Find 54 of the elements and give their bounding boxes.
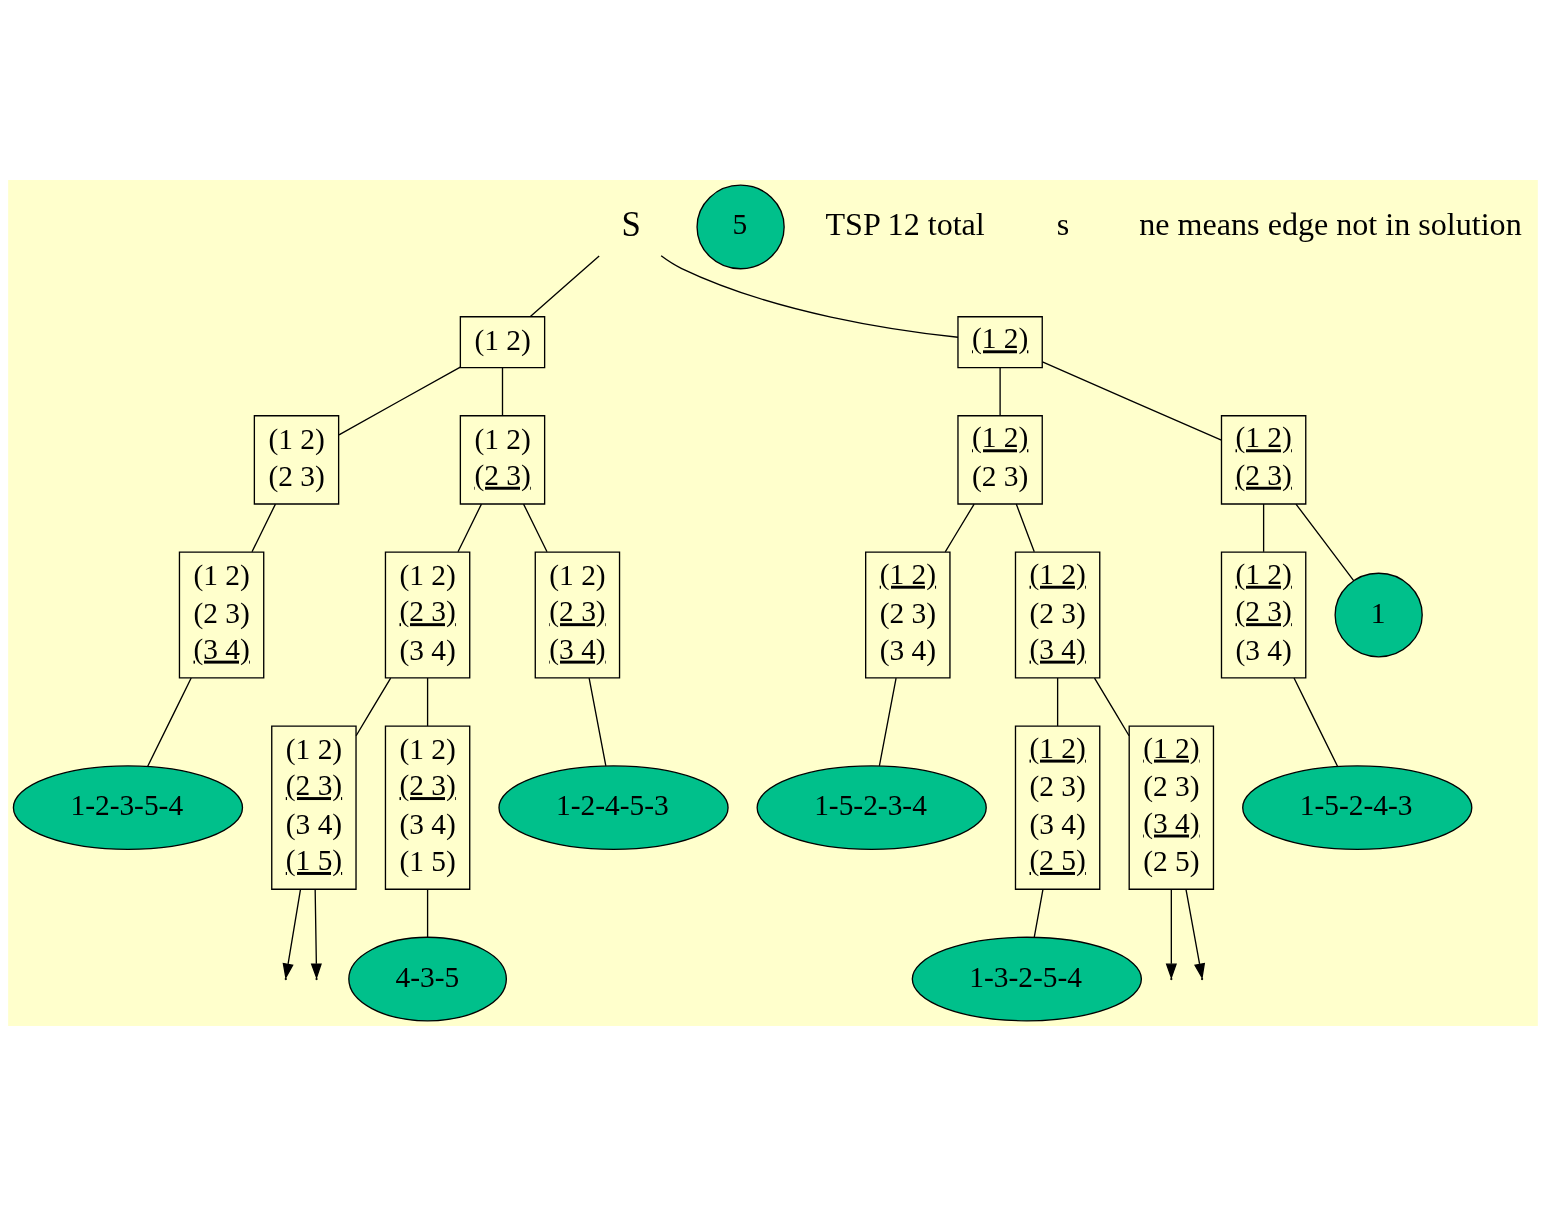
node-box: (1 2) (2 3) (3 4) bbox=[1220, 551, 1307, 679]
connector bbox=[944, 502, 975, 552]
arrow bbox=[310, 888, 322, 980]
connector bbox=[1293, 676, 1339, 767]
connector bbox=[878, 676, 897, 767]
connector bbox=[660, 254, 959, 338]
connector bbox=[146, 676, 192, 767]
node-ellipse: 4-3-5 bbox=[348, 936, 508, 1021]
node-box: (1 2) (2 3) (3 4) bbox=[178, 551, 265, 679]
connector bbox=[522, 502, 548, 552]
label: TSP 12 total bbox=[825, 205, 985, 242]
node-box: (1 2) bbox=[957, 315, 1043, 368]
connector bbox=[1033, 888, 1044, 938]
node-box: (1 2) (2 3) bbox=[1220, 414, 1307, 505]
arrow bbox=[1165, 888, 1177, 980]
connector bbox=[355, 676, 392, 736]
node-ellipse: 1-2-3-5-4 bbox=[12, 764, 244, 850]
node-box: (1 2) (2 3) bbox=[253, 414, 340, 505]
connector bbox=[999, 366, 1001, 416]
connector bbox=[426, 676, 429, 727]
node-box: (1 2) (2 3) (3 4) (1 5) bbox=[384, 724, 471, 890]
connector bbox=[1295, 502, 1355, 581]
node-circle: 5 bbox=[696, 184, 785, 269]
connector bbox=[501, 366, 504, 416]
node-box: (1 2) (2 3) (3 4) bbox=[534, 551, 621, 679]
connector bbox=[1015, 502, 1035, 552]
node-box: (1 2) bbox=[459, 315, 546, 368]
node-ellipse: 1-5-2-4-3 bbox=[1242, 764, 1473, 850]
node-box: (1 2) (2 3) (3 4) (2 5) bbox=[1014, 724, 1101, 890]
connector bbox=[1041, 360, 1223, 441]
connector bbox=[529, 254, 600, 317]
node-box: (1 2) (2 3) (3 4) bbox=[384, 551, 471, 679]
node-box: (1 2) (2 3) (3 4) (1 5) bbox=[271, 724, 357, 890]
node-box: (1 2) (2 3) bbox=[459, 414, 546, 505]
connector bbox=[1093, 676, 1130, 736]
arrow bbox=[1185, 888, 1206, 980]
connector bbox=[588, 676, 607, 767]
node-box: (1 2) (2 3) (3 4) bbox=[1014, 551, 1101, 679]
node-ellipse: 1-5-2-3-4 bbox=[756, 764, 987, 850]
connector bbox=[426, 888, 429, 938]
label: ne means edge not in solution bbox=[1139, 205, 1522, 242]
connector bbox=[251, 502, 277, 552]
node-circle: 1 bbox=[1334, 572, 1423, 657]
node-box: (1 2) (2 3) (3 4) (2 5) bbox=[1128, 724, 1215, 890]
node-ellipse: 1-3-2-5-4 bbox=[911, 936, 1143, 1021]
connector bbox=[338, 365, 461, 435]
connector bbox=[457, 502, 483, 552]
node-box: (1 2) (2 3) (3 4) bbox=[865, 551, 951, 679]
connector bbox=[1056, 676, 1059, 727]
node-ellipse: 1-2-4-5-3 bbox=[498, 764, 729, 850]
node-box: (1 2) (2 3) bbox=[957, 414, 1043, 505]
connector bbox=[1262, 502, 1265, 552]
node-text: S bbox=[621, 204, 641, 244]
label: s bbox=[1056, 205, 1070, 242]
